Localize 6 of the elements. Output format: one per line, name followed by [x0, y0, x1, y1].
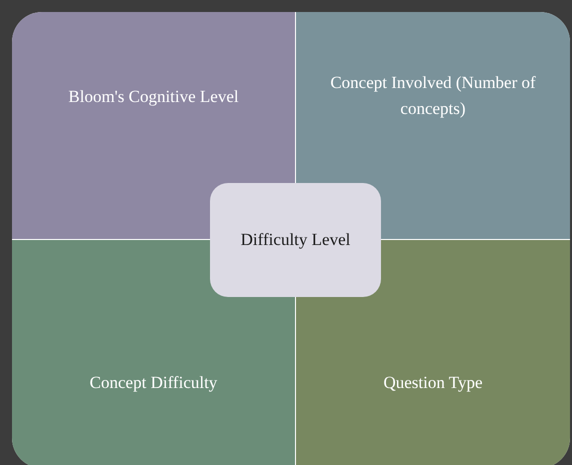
panel-title: Question Type [383, 372, 483, 394]
panel-title: Concept Difficulty [90, 372, 218, 394]
panel-title: Bloom's Cognitive Level [68, 86, 239, 108]
center-box [210, 183, 381, 297]
panel-title: Concept Involved (Number of concepts) [329, 72, 537, 120]
center-title: Difficulty Level [240, 230, 350, 250]
